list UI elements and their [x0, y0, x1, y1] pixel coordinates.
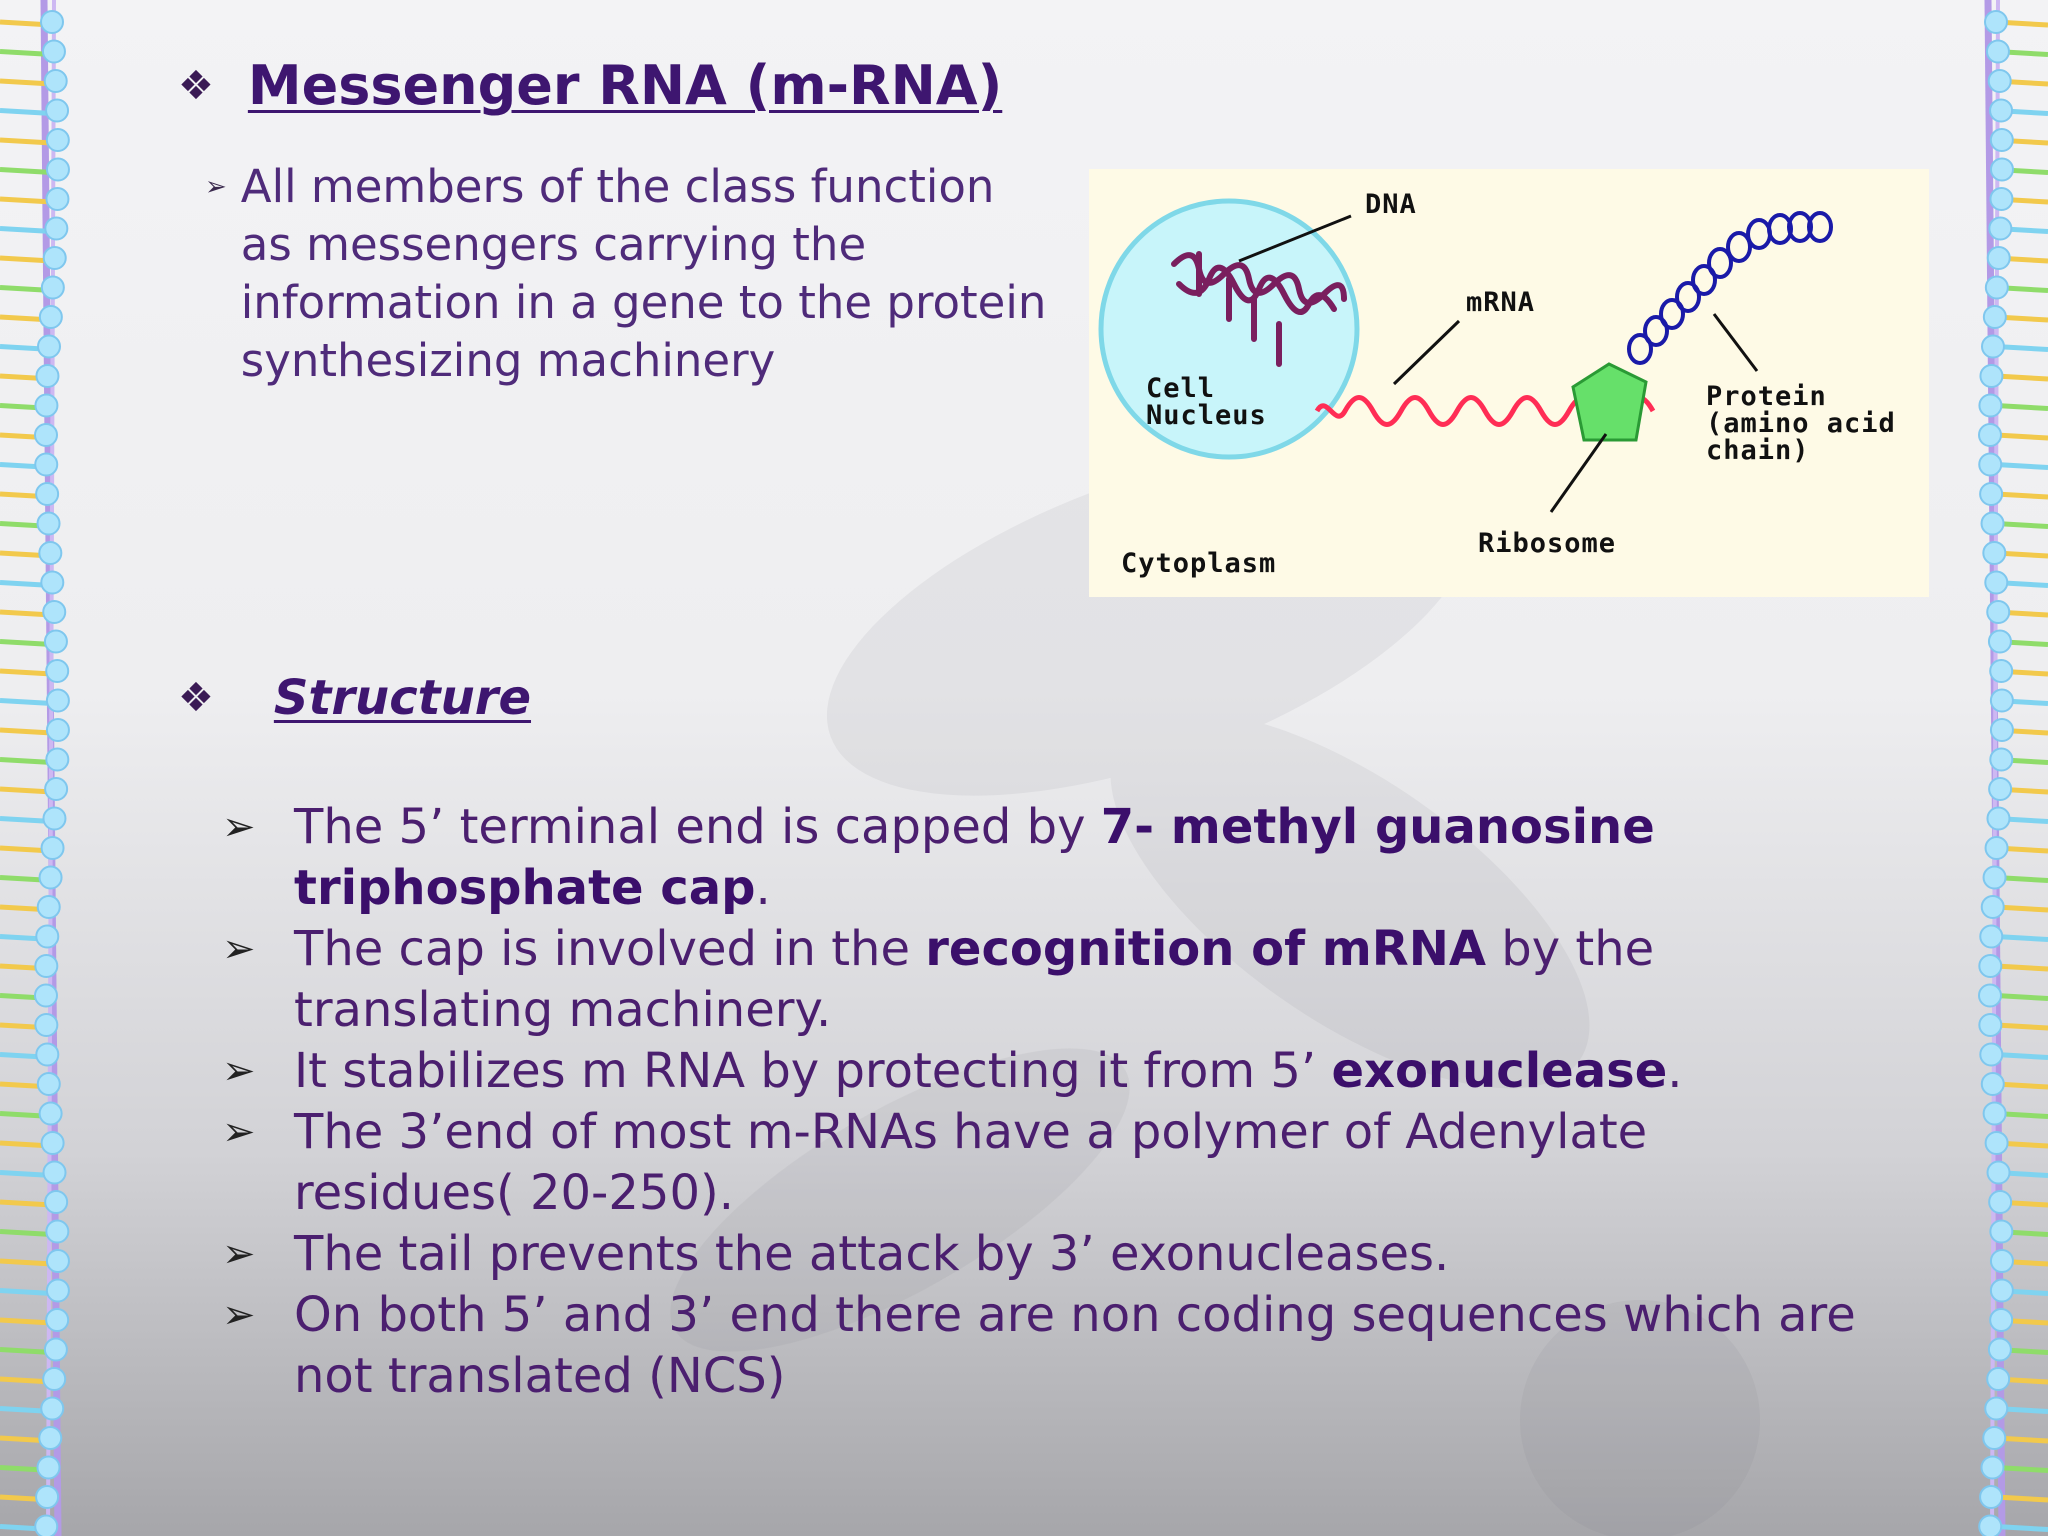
protein-chain-icon	[1627, 211, 1833, 365]
list-item: ➢ The 5’ terminal end is capped by 7- me…	[222, 797, 1862, 919]
list-item: ➢ The tail prevents the attack by 3’ exo…	[222, 1224, 1862, 1285]
arrow-bullet-icon: ➢	[222, 1048, 256, 1094]
list-item: ➢ The cap is involved in the recognition…	[222, 919, 1862, 1041]
intro-bullet: ➢ All members of the class function as m…	[205, 158, 1055, 390]
list-item-text: The 5’ terminal end is capped by 7- meth…	[294, 799, 1655, 916]
list-item-text: The cap is involved in the recognition o…	[294, 921, 1655, 1038]
list-item: ➢ The 3’end of most m-RNAs have a polyme…	[222, 1102, 1862, 1224]
diamond-bullet-icon: ❖	[178, 62, 214, 109]
list-item: ➢ On both 5’ and 3’ end there are non co…	[222, 1285, 1862, 1407]
right-dna-strand	[1978, 0, 2048, 1536]
dna-helix-icon	[1171, 251, 1347, 367]
arrow-bullet-icon: ➢	[205, 172, 227, 202]
page-title: Messenger RNA (m-RNA)	[247, 54, 1003, 117]
arrow-bullet-icon: ➢	[222, 804, 256, 850]
cell-nucleus-label: Cell Nucleus	[1146, 373, 1267, 431]
list-item-text: The tail prevents the attack by 3’ exonu…	[294, 1226, 1450, 1282]
cell-nucleus-shape	[1098, 198, 1360, 460]
arrow-bullet-icon: ➢	[222, 1109, 256, 1155]
mrna-diagram: DNA mRNA Cell Nucleus Protein (amino aci…	[1089, 169, 1929, 597]
diagram-graphic	[1098, 198, 1833, 513]
diamond-bullet-icon: ❖	[178, 675, 214, 721]
ribosome-pointer-line	[1549, 433, 1608, 513]
structure-list: ➢ The 5’ terminal end is capped by 7- me…	[222, 797, 1862, 1407]
structure-title: Structure	[273, 670, 532, 726]
list-item: ➢ It stabilizes m RNA by protecting it f…	[222, 1041, 1862, 1102]
cytoplasm-label: Cytoplasm	[1121, 548, 1277, 579]
dna-pointer-line	[1238, 214, 1352, 263]
arrow-bullet-icon: ➢	[222, 1231, 256, 1277]
list-item-text: The 3’end of most m-RNAs have a polymer …	[294, 1104, 1648, 1221]
list-item-text: On both 5’ and 3’ end there are non codi…	[294, 1287, 1856, 1404]
protein-pointer-line	[1712, 313, 1759, 372]
structure-heading: ❖ Structure	[178, 670, 531, 726]
protein-label: Protein (amino acid chain)	[1706, 381, 1896, 466]
intro-text: All members of the class function as mes…	[240, 160, 1047, 387]
dna-label: DNA	[1365, 189, 1417, 220]
main-heading: ❖ Messenger RNA (m-RNA)	[178, 54, 1002, 117]
list-item-text: It stabilizes m RNA by protecting it fro…	[294, 1043, 1683, 1099]
mrna-pointer-line	[1392, 319, 1461, 386]
arrow-bullet-icon: ➢	[222, 1292, 256, 1338]
arrow-bullet-icon: ➢	[222, 926, 256, 972]
left-dna-strand	[0, 0, 70, 1536]
ribosome-label: Ribosome	[1478, 528, 1617, 559]
mrna-label: mRNA	[1466, 287, 1536, 318]
ribosome-shape	[1571, 362, 1648, 442]
